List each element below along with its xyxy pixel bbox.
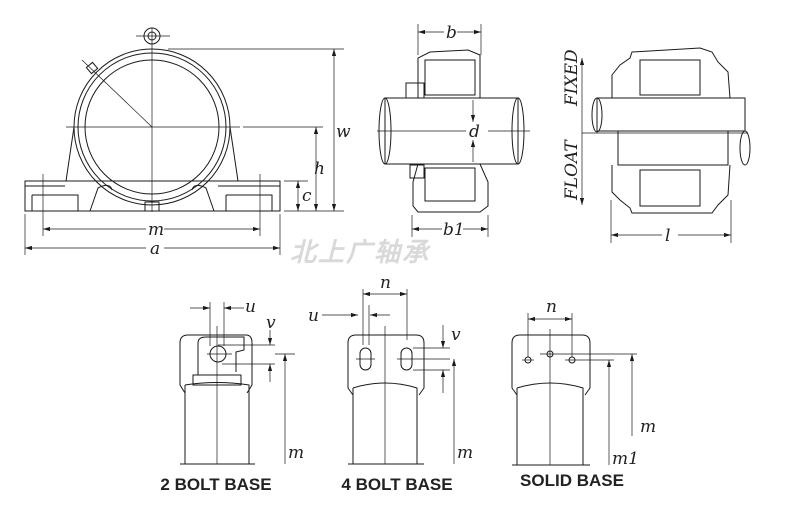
float-label: FLOAT: [562, 139, 582, 201]
dim-v: v: [266, 313, 276, 333]
dim-m: m: [288, 443, 304, 463]
dim-w: w: [336, 122, 351, 142]
dim-b1: b1: [443, 220, 465, 240]
dim-u: u: [308, 306, 319, 326]
side-view: b d b1: [377, 23, 530, 240]
dim-d: d: [469, 122, 480, 142]
watermark: 北上广轴承: [290, 238, 431, 268]
caption-solid-base: SOLID BASE: [520, 471, 624, 490]
dim-m: m: [457, 443, 473, 463]
caption-4-bolt-base: 4 BOLT BASE: [341, 475, 452, 494]
dim-m: m: [640, 417, 656, 437]
dim-c: c: [302, 186, 312, 206]
front-view: w h c m a: [24, 27, 351, 259]
dim-h: h: [314, 159, 325, 179]
solid-base: n m m1 SOLID BASE: [511, 297, 656, 490]
dim-v: v: [451, 325, 461, 345]
four-bolt-base: n u v m 4 BOLT BASE: [308, 273, 473, 494]
dim-a: a: [150, 239, 160, 259]
dim-n: n: [380, 273, 391, 293]
dim-b: b: [446, 23, 457, 43]
fixed-label: FIXED: [562, 49, 582, 107]
two-bolt-base: u v m 2 BOLT BASE: [160, 297, 304, 494]
dim-u: u: [245, 297, 256, 317]
dim-m: m: [148, 220, 164, 240]
dim-m1: m1: [612, 449, 639, 469]
caption-2-bolt-base: 2 BOLT BASE: [160, 475, 271, 494]
section-view: FLOAT FIXED l: [562, 47, 751, 246]
dim-l: l: [665, 226, 670, 246]
dim-n: n: [546, 297, 557, 317]
